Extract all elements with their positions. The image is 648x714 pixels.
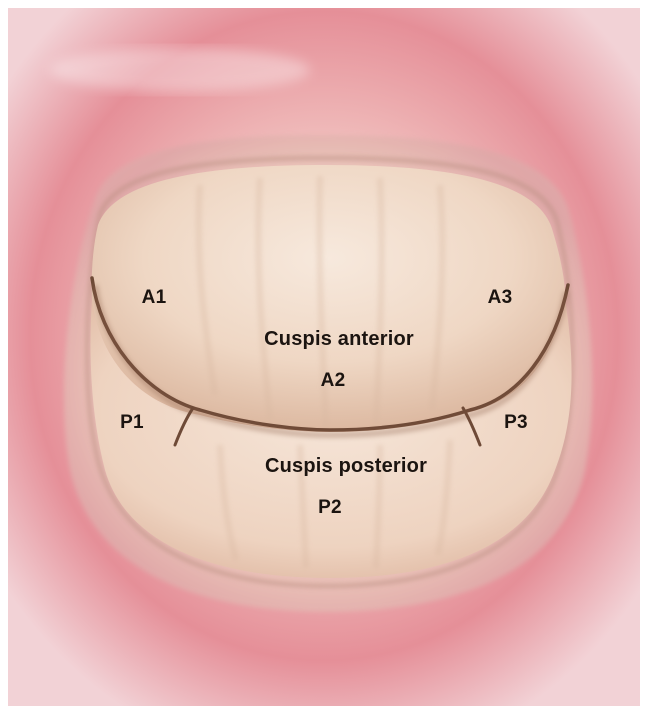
- label-a3: A3: [488, 288, 513, 307]
- label-a1: A1: [142, 288, 167, 307]
- label-a2: A2: [321, 371, 346, 390]
- label-cuspis-posterior: Cuspis posterior: [265, 456, 427, 476]
- tissue-highlight: [50, 48, 310, 92]
- label-p1: P1: [120, 413, 144, 432]
- label-p2: P2: [318, 498, 342, 517]
- label-p3: P3: [504, 413, 528, 432]
- label-cuspis-anterior: Cuspis anterior: [264, 329, 414, 349]
